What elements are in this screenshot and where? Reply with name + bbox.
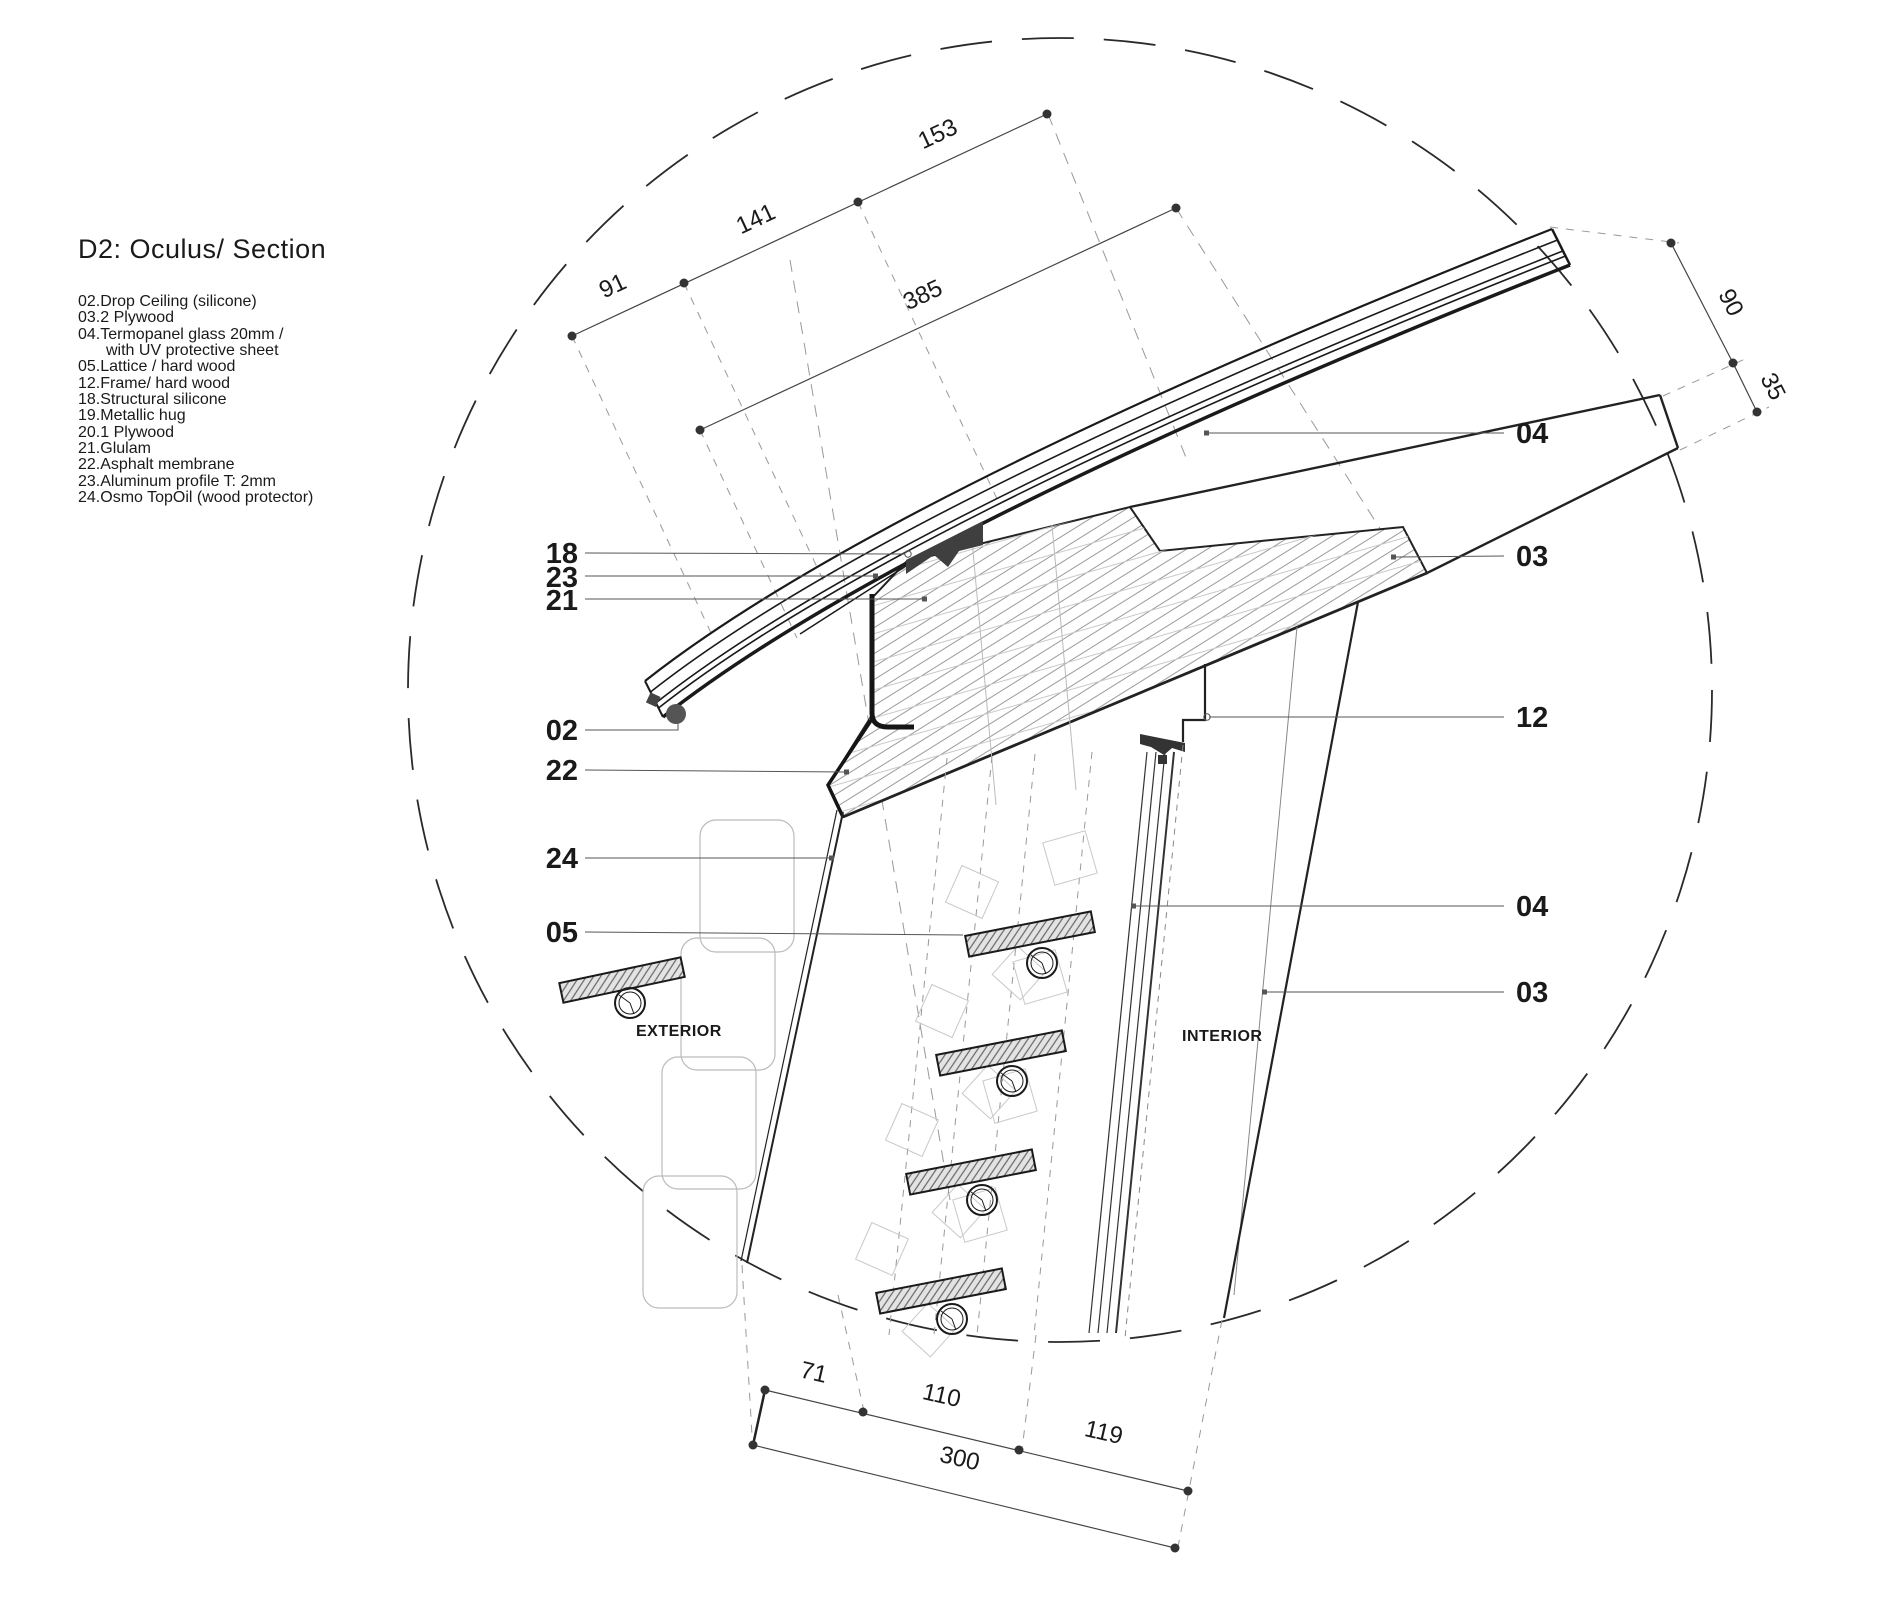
dim-right-90: 90 xyxy=(1713,285,1749,321)
legend-item: 24.Osmo TopOil (wood protector) xyxy=(78,489,313,506)
page-title: D2: Oculus/ Section xyxy=(78,234,326,264)
dim-right-35: 35 xyxy=(1755,369,1791,405)
dim-bottom-119: 119 xyxy=(1082,1415,1125,1450)
legend-item: 12.Frame/ hard wood xyxy=(78,375,230,392)
callout-18: 18 xyxy=(546,538,578,570)
legend-item: 05.Lattice / hard wood xyxy=(78,358,235,375)
asphalt-membrane xyxy=(825,594,914,818)
callout-12-frame: 12 xyxy=(1516,702,1548,734)
legend-item-continuation: with UV protective sheet xyxy=(105,342,279,359)
callout-24: 24 xyxy=(546,843,578,875)
callout-03-interior: 03 xyxy=(1516,977,1548,1009)
window-frame xyxy=(1140,664,1207,764)
dim-bottom-110: 110 xyxy=(920,1378,963,1413)
dim-top-141: 141 xyxy=(732,199,780,240)
callout-04-roof: 04 xyxy=(1516,418,1548,450)
glulam-and-plywood-section xyxy=(826,505,1429,819)
legend-item: 18.Structural silicone xyxy=(78,391,227,408)
dim-top-385: 385 xyxy=(899,275,947,316)
lattice-louvres xyxy=(558,751,1098,1358)
dim-top-153: 153 xyxy=(914,114,962,155)
callout-04-interior: 04 xyxy=(1516,891,1548,923)
dim-bottom-71: 71 xyxy=(798,1357,830,1389)
callouts-right: 04 03 12 04 03 xyxy=(1131,418,1548,1009)
pivot-circle xyxy=(1026,947,1058,979)
legend-item: 22.Asphalt membrane xyxy=(78,456,235,473)
interior-wall-faces xyxy=(1222,601,1360,1319)
dimension-bottom: 71 110 119 300 xyxy=(741,1264,1223,1553)
exterior-wall-face xyxy=(740,809,844,1264)
callout-05: 05 xyxy=(546,917,578,949)
pivot-circle xyxy=(996,1065,1028,1097)
callout-02: 02 xyxy=(546,715,578,747)
dim-bottom-300: 300 xyxy=(937,1441,982,1476)
callout-03-rafter: 03 xyxy=(1516,541,1548,573)
detail-boundary-circle xyxy=(407,37,1713,1343)
pivot-circle xyxy=(936,1303,968,1335)
pivot-circle xyxy=(966,1184,998,1216)
callouts-left: 18 23 21 02 22 24 05 xyxy=(546,538,964,949)
legend-item: 19.Metallic hug xyxy=(78,407,186,424)
drop-ceiling-silicone-drip xyxy=(645,692,686,724)
zone-exterior: EXTERIOR xyxy=(636,1023,722,1040)
legend-item: 04.Termopanel glass 20mm / xyxy=(78,326,284,343)
interior-glazing xyxy=(1088,744,1184,1339)
dimension-right: 90 35 xyxy=(1549,226,1791,451)
pivot-circle xyxy=(614,987,646,1019)
construction-guides xyxy=(789,113,1401,1201)
legend-item: 03.2 Plywood xyxy=(78,309,174,326)
structural-silicone-wedge xyxy=(906,521,983,574)
callout-23: 23 xyxy=(546,562,578,594)
dim-top-91: 91 xyxy=(595,268,631,304)
liner-plywood-edges xyxy=(1129,393,1680,575)
legend-item: 21.Glulam xyxy=(78,440,151,457)
legend-item: 20.1 Plywood xyxy=(78,424,174,441)
legend-item: 02.Drop Ceiling (silicone) xyxy=(78,293,257,310)
callout-22: 22 xyxy=(546,755,578,787)
legend-block: D2: Oculus/ Section 02.Drop Ceiling (sil… xyxy=(78,234,326,506)
callout-21: 21 xyxy=(546,585,578,617)
legend-item: 23.Aluminum profile T: 2mm xyxy=(78,473,276,490)
zone-interior: INTERIOR xyxy=(1182,1028,1262,1045)
roof-glazing-panel xyxy=(644,227,1572,719)
